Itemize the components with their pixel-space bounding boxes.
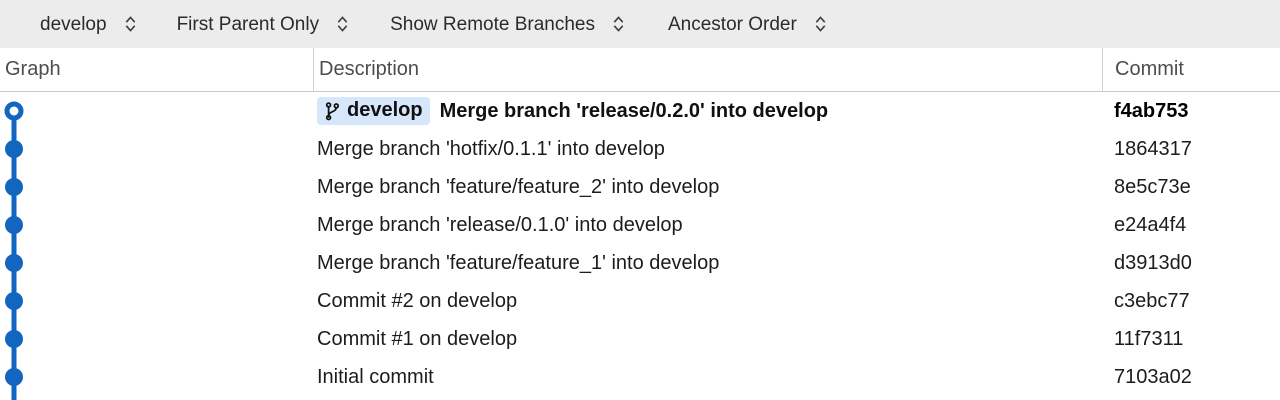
up-down-chevron-icon[interactable] xyxy=(814,14,827,34)
commit-description-text: Initial commit xyxy=(317,365,434,388)
up-down-chevron-icon[interactable] xyxy=(612,14,625,34)
commit-description-cell: Commit #2 on develop xyxy=(313,282,517,320)
filter-toolbar: develop First Parent Only Show Remote Br… xyxy=(0,0,1280,48)
table-row[interactable]: Commit #1 on develop 11f7311 xyxy=(0,320,1280,358)
commit-hash-cell: 7103a02 xyxy=(1102,358,1192,396)
commit-hash-cell: 8e5c73e xyxy=(1102,168,1191,206)
show-remote-branches-selector[interactable]: Show Remote Branches xyxy=(390,0,625,48)
commit-description-text: Commit #1 on develop xyxy=(317,327,518,350)
column-header-commit-label: Commit xyxy=(1115,58,1184,80)
ancestor-order-label: Ancestor Order xyxy=(668,13,797,35)
table-row[interactable]: develop Merge branch 'release/0.2.0' into… xyxy=(0,92,1280,130)
commit-hash-text: c3ebc77 xyxy=(1114,289,1190,312)
commit-description-text: Merge branch 'release/0.2.0' into develo… xyxy=(439,99,829,122)
commit-hash-cell: f4ab753 xyxy=(1102,92,1189,130)
commit-hash-cell: 1864317 xyxy=(1102,130,1192,168)
commit-hash-cell: 11f7311 xyxy=(1102,320,1183,358)
branch-badge[interactable]: develop xyxy=(317,97,430,125)
first-parent-only-selector[interactable]: First Parent Only xyxy=(177,0,350,48)
commit-hash-text: 7103a02 xyxy=(1114,365,1192,388)
commit-description-text: Merge branch 'hotfix/0.1.1' into develop xyxy=(317,137,665,160)
table-row[interactable]: Merge branch 'hotfix/0.1.1' into develop… xyxy=(0,130,1280,168)
branch-badge-label: develop xyxy=(347,99,423,121)
ancestor-order-selector[interactable]: Ancestor Order xyxy=(668,0,827,48)
commit-description-text: Merge branch 'feature/feature_2' into de… xyxy=(317,175,720,198)
commit-description-cell: Merge branch 'hotfix/0.1.1' into develop xyxy=(313,130,665,168)
show-remote-branches-label: Show Remote Branches xyxy=(390,13,595,35)
commit-list[interactable]: develop Merge branch 'release/0.2.0' into… xyxy=(0,92,1280,400)
commit-description-cell: Merge branch 'feature/feature_1' into de… xyxy=(313,244,719,282)
branch-selector[interactable]: develop xyxy=(40,0,137,48)
table-row[interactable]: Commit #2 on develop c3ebc77 xyxy=(0,282,1280,320)
commit-hash-text: f4ab753 xyxy=(1114,99,1189,122)
column-header-description-label: Description xyxy=(319,58,420,80)
commit-hash-text: e24a4f4 xyxy=(1114,213,1187,236)
commit-hash-text: 8e5c73e xyxy=(1114,175,1191,198)
table-row[interactable]: Merge branch 'feature/feature_2' into de… xyxy=(0,168,1280,206)
commit-hash-cell: c3ebc77 xyxy=(1102,282,1190,320)
commit-description-text: Merge branch 'release/0.1.0' into develo… xyxy=(317,213,683,236)
commit-description-cell: develop Merge branch 'release/0.2.0' into… xyxy=(313,92,828,130)
table-row[interactable]: Merge branch 'feature/feature_1' into de… xyxy=(0,244,1280,282)
table-row[interactable]: Merge branch 'release/0.1.0' into develo… xyxy=(0,206,1280,244)
table-row[interactable]: Initial commit 7103a02 xyxy=(0,358,1280,396)
first-parent-only-label: First Parent Only xyxy=(176,13,320,35)
up-down-chevron-icon[interactable] xyxy=(124,14,137,34)
commit-description-text: Commit #2 on develop xyxy=(317,289,518,312)
commit-description-cell: Commit #1 on develop xyxy=(313,320,517,358)
commit-hash-text: 1864317 xyxy=(1114,137,1192,160)
commit-description-cell: Merge branch 'release/0.1.0' into develo… xyxy=(313,206,683,244)
column-header-description[interactable]: Description xyxy=(313,48,1102,91)
git-branch-icon xyxy=(325,101,340,120)
commit-hash-text: 11f7311 xyxy=(1114,327,1184,350)
table-column-header: Graph Description Commit xyxy=(0,48,1280,92)
column-header-graph-label: Graph xyxy=(5,58,61,80)
up-down-chevron-icon[interactable] xyxy=(336,14,349,34)
commit-hash-cell: e24a4f4 xyxy=(1102,206,1186,244)
commit-hash-text: d3913d0 xyxy=(1114,251,1192,274)
commit-description-text: Merge branch 'feature/feature_1' into de… xyxy=(317,251,720,274)
commit-description-cell: Initial commit xyxy=(313,358,434,396)
column-header-graph[interactable]: Graph xyxy=(0,48,313,91)
column-header-commit[interactable]: Commit xyxy=(1102,48,1280,91)
branch-selector-label: develop xyxy=(40,13,107,35)
commit-description-cell: Merge branch 'feature/feature_2' into de… xyxy=(313,168,719,206)
commit-hash-cell: d3913d0 xyxy=(1102,244,1192,282)
